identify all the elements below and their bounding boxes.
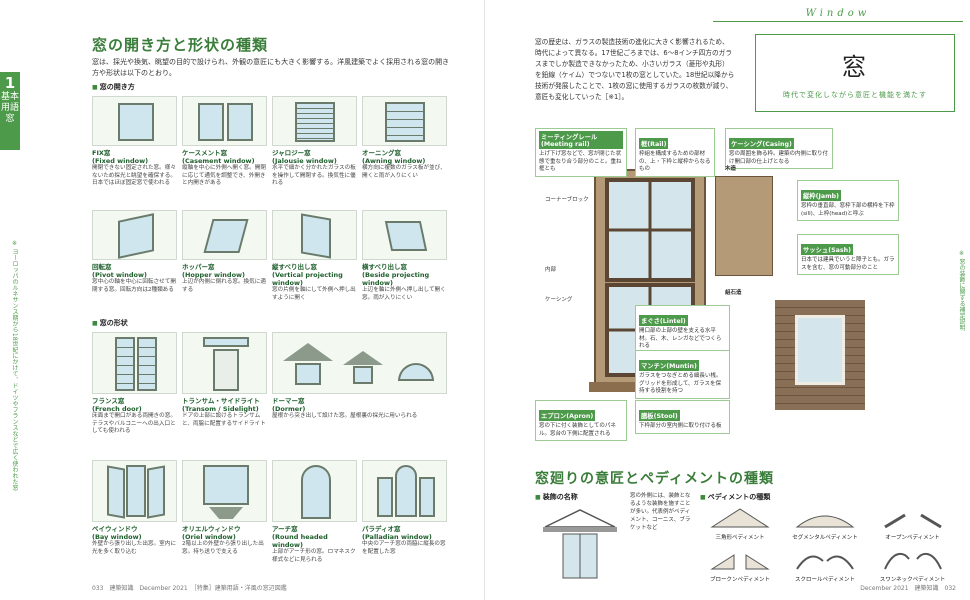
section-pediment: ペディメントの種類 bbox=[700, 492, 771, 502]
french-door-illustration bbox=[92, 332, 177, 394]
note-rail: 框(Rail)枠組を構成するための部材の、上・下枠と縦枠からなるもの bbox=[635, 128, 715, 177]
window-type-casement: ケースメント窓(Casement window) 縦軸を中心に外側へ開く窓。開閉… bbox=[182, 96, 267, 188]
window-type-hopper: ホッパー窓(Hopper window) 上辺が内側に倒れる窓。換気に適する bbox=[182, 210, 267, 294]
section2-title: 窓廻りの意匠とペディメントの種類 bbox=[535, 471, 775, 487]
window-shape-bay: ベイウィンドウ(Bay window) 外壁から張り出した出窓。室内に光を多く取… bbox=[92, 460, 177, 556]
label-cornerblock: コーナーブロック bbox=[545, 197, 589, 203]
pediment-scroll: スクロールペディメント bbox=[785, 547, 865, 583]
pediment-description: 窓の外側には、装飾となるような装飾を施すことが多い。代表例がペディメント、コーニ… bbox=[630, 493, 691, 531]
window-shape-oriel: オリエルウィンドウ(Oriel window) 2階以上の外壁から張り出した出窓… bbox=[182, 460, 267, 556]
beside-projecting-window-illustration bbox=[362, 210, 447, 260]
masonry-detail bbox=[775, 300, 865, 410]
title-subtitle: 時代で変化しながら意匠と機能を満たす bbox=[783, 91, 927, 99]
note-casing: ケーシング(Casing)窓の周囲を飾る枠。建築の内側に取り付け開口部の仕上げと… bbox=[725, 128, 833, 169]
note-apron: エプロン(Apron)窓の下に付く装飾としてのパネル。窓台の下側に配置される bbox=[535, 400, 627, 441]
window-shape-french: フランス窓(French door) 床面まで開口がある両開きの窓。テラスやバル… bbox=[92, 332, 177, 436]
jalousie-window-illustration bbox=[272, 96, 357, 146]
label-interior: 内部 bbox=[545, 267, 557, 273]
pediment-swan-neck: スワンネックペディメント bbox=[870, 547, 955, 583]
bay-window-illustration bbox=[92, 460, 177, 522]
note-muntin: マンチン(Muntin)ガラスをつなぎとめる細長い桟。グリッドを形成して、ガラス… bbox=[635, 350, 730, 399]
pediment-triangle: 三角形ペディメント bbox=[700, 505, 780, 541]
arch-window-illustration bbox=[272, 460, 357, 522]
label-masonry: 組石造 bbox=[725, 290, 742, 296]
chapter-label: 基本用語 bbox=[0, 92, 19, 113]
title-kanji: 窓 bbox=[842, 53, 868, 81]
window-shape-palladian: パラディオ窓(Palladian window) 中央のアーチ窓の両脇に縦長の窓… bbox=[362, 460, 447, 556]
history-text: 窓の歴史は、ガラスの製造技術の進化に大きく影響されるため、時代によって異なる。1… bbox=[535, 38, 735, 101]
left-page: 1 基本用語 窓 ※ ヨーロッパのルネサンス期から18世紀にかけて、ドイツやフラ… bbox=[0, 0, 485, 600]
window-type-pivot: 回転窓(Pivot window) 窓中心の軸を中心に回転させて開閉する窓。回転… bbox=[92, 210, 177, 294]
dormer-illustration bbox=[272, 332, 447, 394]
left-footer: 033 建築知識 December 2021 ［特集］建築用語・洋風の窓辺図鑑 bbox=[92, 585, 287, 592]
vertical-projecting-window-illustration bbox=[272, 210, 357, 260]
window-type-jalousie: ジャロジー窓(Jalousie window) 水平で細かく分かれたガラスの板を… bbox=[272, 96, 357, 188]
page-title: 窓の開き方と形状の種類 bbox=[92, 36, 269, 54]
window-shape-transom: トランサム・サイドライト(Transom / Sidelight) ドアの上部に… bbox=[182, 332, 267, 428]
casement-window-illustration bbox=[182, 96, 267, 146]
palladian-window-illustration bbox=[362, 460, 447, 522]
chapter-tab: 1 基本用語 窓 bbox=[0, 72, 20, 150]
window-type-vertical-projecting: 縦すべり出し窓(Vertical projecting window) 窓の片側… bbox=[272, 210, 357, 302]
hopper-window-illustration bbox=[182, 210, 267, 260]
transom-illustration bbox=[182, 332, 267, 394]
wood-frame-detail bbox=[715, 176, 773, 276]
window-shape-arch: アーチ窓(Round headed window) 上部がアーチ形の窓。ロマネス… bbox=[272, 460, 357, 564]
side-note: ※ ヨーロッパのルネサンス期から18世紀にかけて、ドイツやフランスなどで広く使わ… bbox=[11, 240, 18, 491]
note-stool: 膳板(Stool)下枠部分の室内側に取り付ける板 bbox=[635, 400, 730, 434]
window-shape-dormer: ドーマー窓(Dormer) 屋根から突き出して設けた窓。屋根裏の採光に用いられる bbox=[272, 332, 447, 421]
window-type-fixed: FIX窓(Fixed window) 開閉できない固定された窓。様々ないため採光… bbox=[92, 96, 177, 188]
right-page: Window 窓の歴史は、ガラスの製造技術の進化に大きく影響されるため、時代によ… bbox=[485, 0, 970, 600]
chapter-number: 1 bbox=[4, 74, 16, 92]
title-box: 窓 時代で変化しながら意匠と機能を満たす bbox=[755, 34, 955, 112]
note-sash: サッシュ(Sash)日本では建具でいうと障子とも。ガラスを含む、窓の可動部分のこ… bbox=[797, 234, 899, 275]
window-type-awning: オーニング窓(Awning window) 横方向に複数のガラス板が並び、開くと… bbox=[362, 96, 447, 180]
awning-window-illustration bbox=[362, 96, 447, 146]
section-header: Window bbox=[713, 8, 963, 22]
pivot-window-illustration bbox=[92, 210, 177, 260]
right-footer: December 2021 建築知識 032 bbox=[860, 585, 956, 592]
label-wood: 木造 bbox=[725, 166, 737, 172]
pediment-segmental: セグメンタルペディメント bbox=[785, 505, 865, 541]
section-open: 窓の開き方 bbox=[92, 82, 135, 92]
decoration-diagram bbox=[543, 509, 617, 579]
fixed-window-illustration bbox=[92, 96, 177, 146]
section-decoration: 装飾の名称 bbox=[535, 492, 578, 502]
window-type-beside-projecting: 横すべり出し窓(Beside projecting window) 上辺を軸に外… bbox=[362, 210, 447, 302]
note-meeting-rail: ミーティングレール(Meeting rail)上げ下げ窓などで、窓が閉じた状態で… bbox=[535, 128, 627, 177]
section-shape: 窓の形状 bbox=[92, 318, 128, 328]
chapter-sub: 窓 bbox=[5, 114, 15, 124]
intro-text: 窓は、採光や換気、眺望の目的で設けられ、外観の意匠にも大きく影響する。洋風建築で… bbox=[92, 58, 450, 77]
note-jamb: 縦枠(Jamb)窓枠の垂直部、窓枠下部の横枠を下枠(sill)、上枠(head)… bbox=[797, 180, 899, 221]
label-casing: ケーシング bbox=[545, 297, 573, 303]
right-side-note: ※ 窓の装飾に関する補足説明 bbox=[958, 250, 965, 331]
note-lintel: まぐさ(Lintel)開口部の上部の壁を支える水平材。石、木、レンガなどでつくら… bbox=[635, 305, 730, 354]
oriel-window-illustration bbox=[182, 460, 267, 522]
pediment-broken: ブロークンペディメント bbox=[700, 547, 780, 583]
pediment-open: オープンペディメント bbox=[870, 505, 955, 541]
